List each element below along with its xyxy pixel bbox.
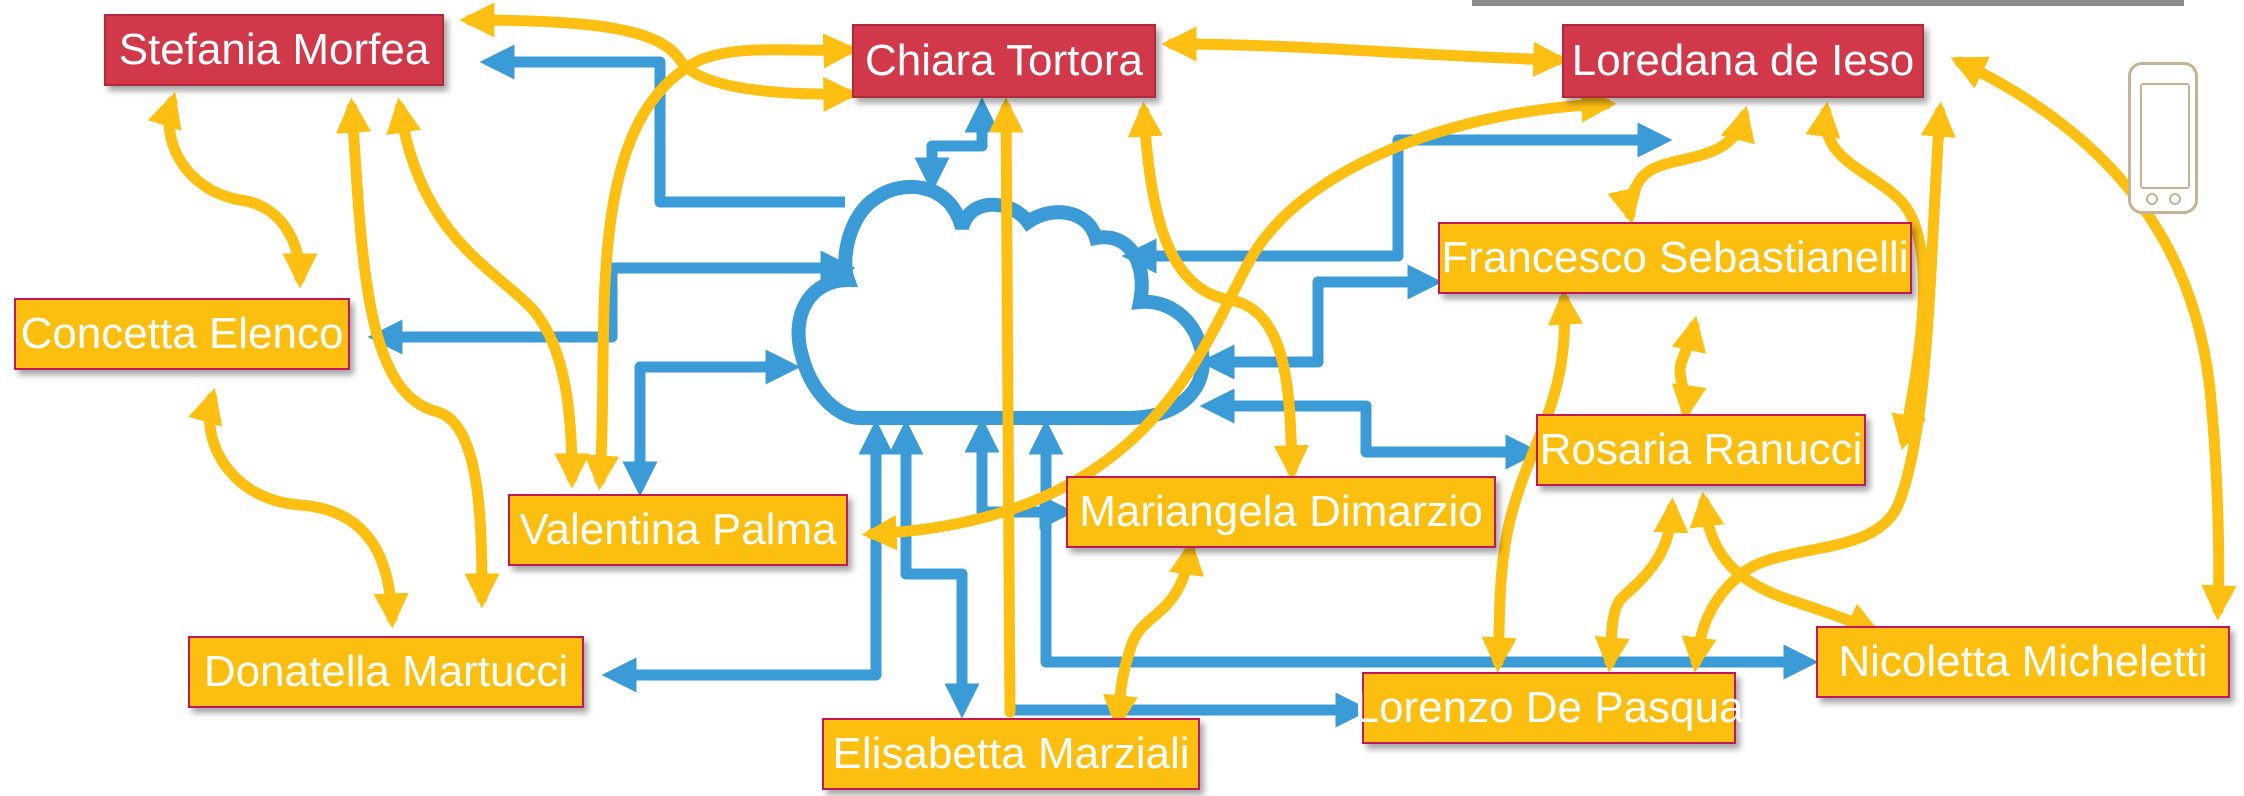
link-rosaria-nicoletta <box>1689 491 1882 636</box>
node-francesco-sebastianelli: Francesco Sebastianelli <box>1438 222 1912 294</box>
link-chiara-loredana <box>1161 26 1569 77</box>
link-cloud-chiara <box>914 97 1000 193</box>
node-label: Rosaria Ranucci <box>1539 425 1863 474</box>
link-rosaria-lorenzo <box>1594 497 1689 673</box>
node-label: Concetta Elenco <box>20 309 344 358</box>
cloud-icon <box>791 180 1210 425</box>
node-lorenzo-de-pasqua: Lorenzo De Pasqua <box>1355 672 1743 744</box>
link-cloud-francesco <box>1199 264 1443 380</box>
link-loredana-lorenzo <box>1681 101 1956 673</box>
link-concetta-donatella <box>188 387 409 629</box>
node-chiara-tortora: Chiara Tortora <box>852 24 1156 98</box>
node-label: Lorenzo De Pasqua <box>1354 683 1744 732</box>
link-francesco-rosaria <box>1671 315 1707 421</box>
link-loredana-francesco <box>1607 105 1755 225</box>
link-mariangela-elisabetta <box>1102 539 1204 731</box>
node-concetta-elenco: Concetta Elenco <box>14 298 350 370</box>
phone-button <box>2146 193 2158 205</box>
node-label: Elisabetta Marziali <box>832 729 1190 778</box>
link-cloud-valentina <box>622 349 801 497</box>
link-stefania-concetta <box>147 91 318 289</box>
node-nicoletta-micheletti: Nicoletta Micheletti <box>1816 626 2230 698</box>
phone-screen <box>2140 83 2190 189</box>
node-valentina-palma: Valentina Palma <box>508 494 848 566</box>
node-label: Nicoletta Micheletti <box>1838 637 2208 686</box>
node-elisabetta-marziali: Elisabetta Marziali <box>822 718 1200 790</box>
node-label: Francesco Sebastianelli <box>1441 233 1909 282</box>
node-label: Mariangela Dimarzio <box>1079 487 1483 536</box>
link-cloud-elisabetta <box>888 419 980 719</box>
node-label: Valentina Palma <box>519 505 837 554</box>
link-chiara-elisabetta <box>988 97 1024 718</box>
phone-button <box>2169 193 2181 205</box>
node-donatella-martucci: Donatella Martucci <box>188 636 584 708</box>
node-stefania-morfea: Stefania Morfea <box>104 14 444 86</box>
node-label: Chiara Tortora <box>865 36 1143 85</box>
node-label: Donatella Martucci <box>203 647 569 696</box>
smartphone-icon <box>2128 62 2198 214</box>
link-francesco-lorenzo <box>1481 289 1584 673</box>
node-mariangela-dimarzio: Mariangela Dimarzio <box>1066 476 1496 548</box>
link-cloud-concetta <box>367 250 856 355</box>
node-label: Loredana de Ieso <box>1571 36 1915 85</box>
link-stefania-valentina <box>386 97 590 489</box>
link-cloud-rosaria <box>1199 388 1541 470</box>
cropped-photo-edge <box>1472 0 2184 6</box>
link-loredana-nicoletta <box>1950 56 2237 621</box>
link-stefania-chiara <box>459 2 859 112</box>
node-rosaria-ranucci: Rosaria Ranucci <box>1536 414 1866 486</box>
node-label: Stefania Morfea <box>118 25 430 74</box>
node-loredana-de-ieso: Loredana de Ieso <box>1562 24 1924 98</box>
